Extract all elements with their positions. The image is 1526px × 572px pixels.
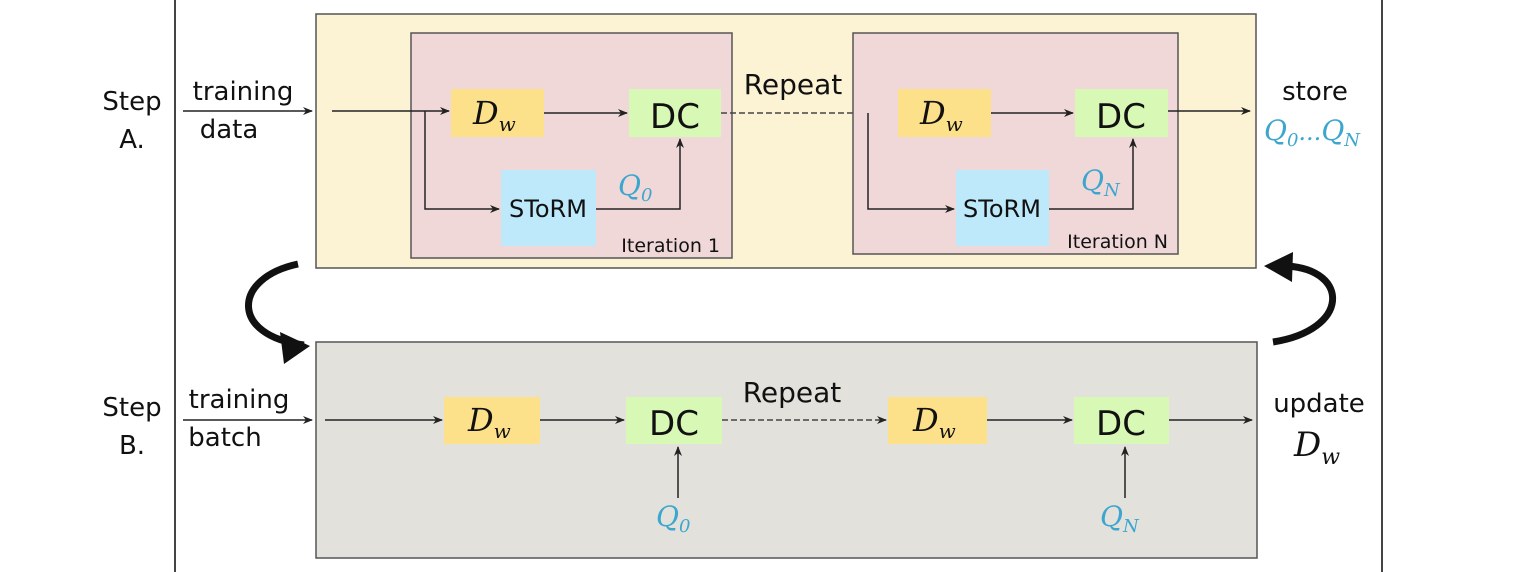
iteration-n-dc-label: DC [1096,97,1146,137]
iteration-n-storm-block [956,170,1049,246]
iteration-1-dc-block [629,89,721,137]
step-a-input-line1: training [193,77,294,107]
step-a-repeat-label: Repeat [744,68,843,101]
step-b-qn-label: QN [1100,500,1140,537]
step-b-dc1-label: DC [649,404,699,444]
step-b-dc2-label: DC [1096,404,1146,444]
iteration-n-dc-block [1075,89,1168,137]
curved-arrow-b-to-a-head [1264,252,1293,282]
step-a-output-math: Q0...QN [1264,114,1361,151]
iteration-n-group: Dw DC SToRM QN Iteration N [852,32,1179,255]
step-b-dw2-symbol: Dw [912,401,956,443]
step-b-dc2-block [1074,397,1169,444]
step-b-output-math: Dw [1293,425,1340,470]
step-b-panel [315,341,1258,559]
step-b-input-line1: training [189,385,290,415]
iteration-1-storm-to-dc-arrow [596,138,684,210]
iteration-1-storm-label: SToRM [509,195,587,223]
step-b-dw1-block [444,397,540,444]
curved-arrow-a-to-b-head [280,332,310,364]
curved-arrow-a-to-b [245,260,305,349]
step-a-group: Step A. training data Dw DC SToRM Q0 Ite… [102,13,1361,269]
iteration-1-group: Dw DC SToRM Q0 Iteration 1 [332,32,733,259]
iteration-n-dw-block [898,89,991,137]
step-a-input-line2: data [200,115,259,145]
step-b-dc1-block [626,397,722,444]
step-b-dw2-block [888,397,987,444]
step-b-label-line1: Step [102,393,161,423]
step-b-dw1-symbol: Dw [467,401,511,443]
iteration-1-to-storm-arrow [424,111,500,213]
iteration-1-dc-label: DC [650,97,700,137]
iteration-n-storm-label: SToRM [963,195,1041,223]
step-b-q0-label: Q0 [656,500,690,537]
step-a-output-line1: store [1282,77,1348,107]
step-b-input-line2: batch [188,423,261,453]
iteration-1-storm-block [501,170,596,246]
step-b-repeat-label: Repeat [743,376,842,409]
iteration-n-label: Iteration N [1067,231,1168,253]
iteration-n-q-label: QN [1081,164,1121,201]
curved-arrow-b-to-a [1272,262,1337,346]
step-b-label-line2: B. [119,431,145,461]
iteration-n-dw-symbol: Dw [919,94,963,136]
step-a-label-line1: Step [102,87,161,117]
iteration-1-dw-block [451,89,544,137]
step-a-label-line2: A. [119,125,145,155]
iteration-1-dw-symbol: Dw [472,94,516,136]
step-b-group: Step B. training batch Dw DC Dw DC Repea… [102,341,1365,559]
iteration-1-q-label: Q0 [618,169,652,206]
iteration-n-to-storm-arrow [867,113,955,213]
step-b-output-line1: update [1273,389,1365,419]
iteration-n-storm-to-dc-arrow [1049,138,1137,210]
iteration-1-label: Iteration 1 [621,235,720,257]
